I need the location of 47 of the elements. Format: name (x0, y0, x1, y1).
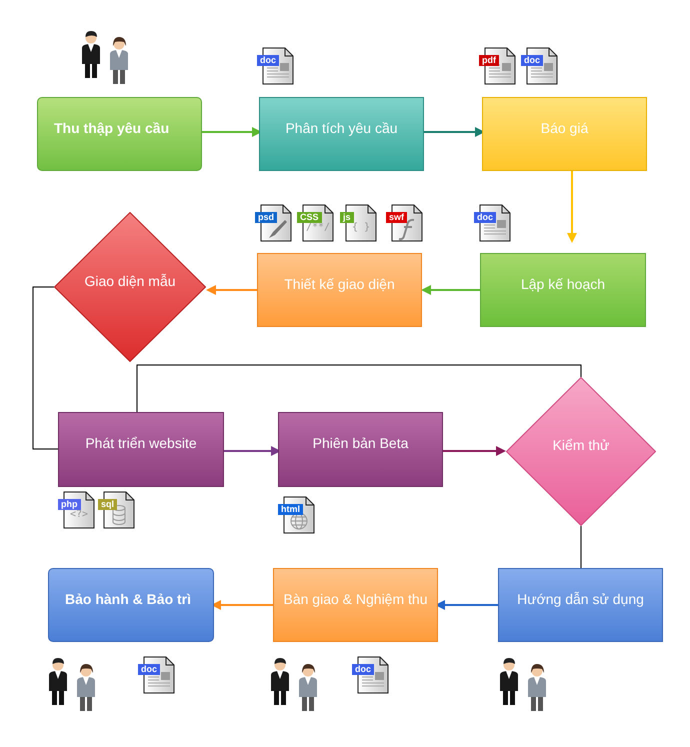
arrow (567, 171, 577, 243)
arrow (443, 446, 506, 456)
step-label: Bàn giao & Nghiệm thu (284, 590, 428, 608)
file-type-tag: swf (386, 212, 408, 223)
step-label: Phiên bản Beta (312, 435, 408, 452)
file-type-tag: CSS (297, 212, 322, 223)
step-label: Giao diện mẫu (84, 272, 176, 290)
file-type-tag: html (278, 504, 303, 515)
connector-line (32, 286, 58, 450)
file-type-tag: sql (98, 499, 118, 510)
code-glyph: <?> (70, 509, 88, 520)
file-type-tag: js (340, 212, 354, 223)
step-label: Phân tích yêu cầu (285, 120, 398, 136)
step-label: Kiểm thử (552, 437, 610, 454)
process-box (498, 568, 663, 642)
process-box (257, 253, 422, 327)
file-type-tag: psd (255, 212, 278, 223)
process-box (482, 97, 647, 171)
process-box (58, 412, 224, 487)
code-glyph: /**/ (306, 222, 330, 233)
process-box (480, 253, 646, 327)
process-box (48, 568, 214, 642)
step-label: Phát triển website (85, 435, 197, 452)
file-type-tag: php (58, 499, 80, 510)
step-label: Bảo hành & Bảo trì (65, 590, 192, 608)
decision-diamond (54, 212, 206, 362)
step-label: Lập kế hoạch (520, 276, 606, 292)
step-label: Thu thập yêu cầu (54, 120, 170, 136)
connector-line (136, 364, 582, 412)
file-type-tag: doc (521, 55, 544, 66)
file-type-tag: doc (257, 55, 280, 66)
process-box (37, 97, 202, 171)
file-type-tag: doc (474, 212, 496, 223)
step-label: Báo giá (540, 120, 588, 136)
file-type-tag: pdf (479, 55, 499, 66)
arrow (421, 285, 480, 295)
step-label: Thiết kế giao diện (284, 276, 395, 292)
process-box (278, 412, 443, 487)
decision-diamond (506, 377, 656, 526)
file-type-tag: doc (138, 664, 160, 675)
connector-line (580, 526, 582, 568)
step-label: Hướng dẫn sử dụng (517, 590, 644, 608)
code-glyph: { } (352, 222, 370, 233)
arrow (206, 285, 257, 295)
process-box (273, 568, 438, 642)
process-box (259, 97, 424, 171)
file-type-tag: doc (352, 664, 374, 675)
